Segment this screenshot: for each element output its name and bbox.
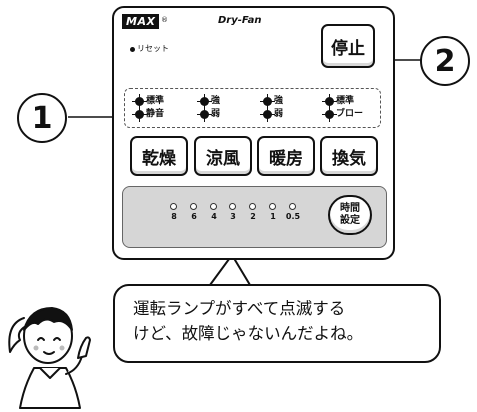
indicator-label: 強 bbox=[211, 96, 221, 106]
timer-set-button[interactable]: 時間 設定 bbox=[328, 195, 372, 235]
model-name: Dry-Fan bbox=[218, 15, 262, 26]
timer-label: 0.5 bbox=[285, 212, 301, 221]
max-logo: MAX bbox=[122, 14, 160, 29]
timer-led-0-5 bbox=[289, 203, 296, 210]
lamp-icon bbox=[322, 107, 337, 122]
lamp-icon bbox=[132, 94, 147, 109]
timer-label: 4 bbox=[211, 212, 217, 221]
indicator-group-cool: 強 弱 bbox=[197, 94, 221, 122]
indicator-label: 強 bbox=[274, 96, 284, 106]
lamp-icon bbox=[132, 107, 147, 122]
dry-button[interactable]: 乾燥 bbox=[130, 136, 188, 176]
indicator-label: 弱 bbox=[274, 109, 284, 119]
indicator-label: 標準 bbox=[146, 96, 165, 106]
timer-label: 8 bbox=[171, 212, 177, 221]
speech-bubble: 運転ランプがすべて点滅する けど、故障じゃないんだよね。 bbox=[113, 284, 441, 363]
cool-air-button[interactable]: 涼風 bbox=[194, 136, 252, 176]
indicator-label: 弱 bbox=[211, 109, 221, 119]
indicator-group-heat: 強 弱 bbox=[260, 94, 284, 122]
reset-button-icon[interactable] bbox=[130, 47, 135, 52]
timer-label: 1 bbox=[270, 212, 276, 221]
timer-area: 8 6 4 3 2 1 0.5 時間 設定 bbox=[122, 186, 387, 248]
timer-label: 2 bbox=[250, 212, 256, 221]
lamp-icon bbox=[197, 107, 212, 122]
indicator-group-dry: 標準 静音 bbox=[132, 94, 165, 122]
indicator-label: 静音 bbox=[146, 109, 165, 119]
lamp-icon bbox=[260, 107, 275, 122]
speech-line-2: けど、故障じゃないんだよね。 bbox=[133, 324, 364, 343]
reset-label: リセット bbox=[137, 44, 169, 53]
speech-line-1: 運転ランプがすべて点滅する bbox=[133, 299, 346, 318]
girl-illustration bbox=[8, 307, 91, 409]
lamp-icon bbox=[260, 94, 275, 109]
lamp-icon bbox=[322, 94, 337, 109]
timer-led-4 bbox=[210, 203, 217, 210]
stop-button[interactable]: 停止 bbox=[321, 24, 375, 68]
timer-label: 3 bbox=[230, 212, 236, 221]
indicator-label: 標準 bbox=[336, 96, 355, 106]
indicator-lamp-area: 標準 静音 強 弱 強 弱 標準 ブロー bbox=[124, 88, 381, 128]
timer-label: 6 bbox=[191, 212, 197, 221]
timer-led-8 bbox=[170, 203, 177, 210]
lamp-icon bbox=[197, 94, 212, 109]
timer-led-2 bbox=[249, 203, 256, 210]
timer-button-line2: 設定 bbox=[340, 215, 360, 226]
indicator-label: ブロー bbox=[336, 109, 364, 119]
remote-control-panel: MAX ® Dry-Fan リセット 停止 標準 静音 強 弱 強 弱 標準 ブ… bbox=[112, 6, 395, 260]
callout-two: 2 bbox=[420, 36, 470, 86]
indicator-group-vent: 標準 ブロー bbox=[322, 94, 364, 122]
timer-led-3 bbox=[229, 203, 236, 210]
timer-led-6 bbox=[190, 203, 197, 210]
registered-mark: ® bbox=[161, 16, 168, 24]
timer-button-line1: 時間 bbox=[340, 203, 360, 214]
timer-led-1 bbox=[269, 203, 276, 210]
heating-button[interactable]: 暖房 bbox=[257, 136, 315, 176]
callout-one: 1 bbox=[17, 93, 67, 143]
ventilation-button[interactable]: 換気 bbox=[320, 136, 378, 176]
